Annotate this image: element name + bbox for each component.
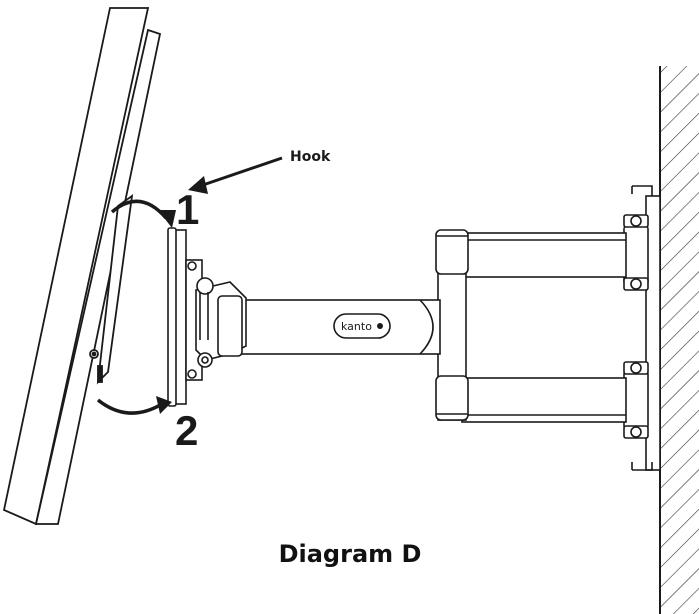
main-arm: kanto bbox=[229, 299, 441, 355]
step1-label: 1 bbox=[176, 186, 199, 233]
step2-arrow: 2 bbox=[96, 396, 198, 454]
elbow-joint bbox=[435, 229, 469, 421]
tv-bracket bbox=[167, 227, 247, 407]
step1-arrow: 1 bbox=[110, 186, 199, 233]
tv-screen bbox=[2, 7, 162, 526]
wall-hinge bbox=[623, 214, 649, 439]
wall-plate bbox=[631, 185, 661, 471]
hook-label: Hook bbox=[290, 149, 331, 165]
hook-arrow: Hook bbox=[188, 149, 331, 194]
outer-arms bbox=[461, 232, 627, 423]
brand-label: kanto bbox=[341, 320, 372, 333]
wall bbox=[659, 66, 699, 614]
step2-label: 2 bbox=[175, 407, 198, 454]
diagram-caption: Diagram D bbox=[278, 540, 422, 568]
